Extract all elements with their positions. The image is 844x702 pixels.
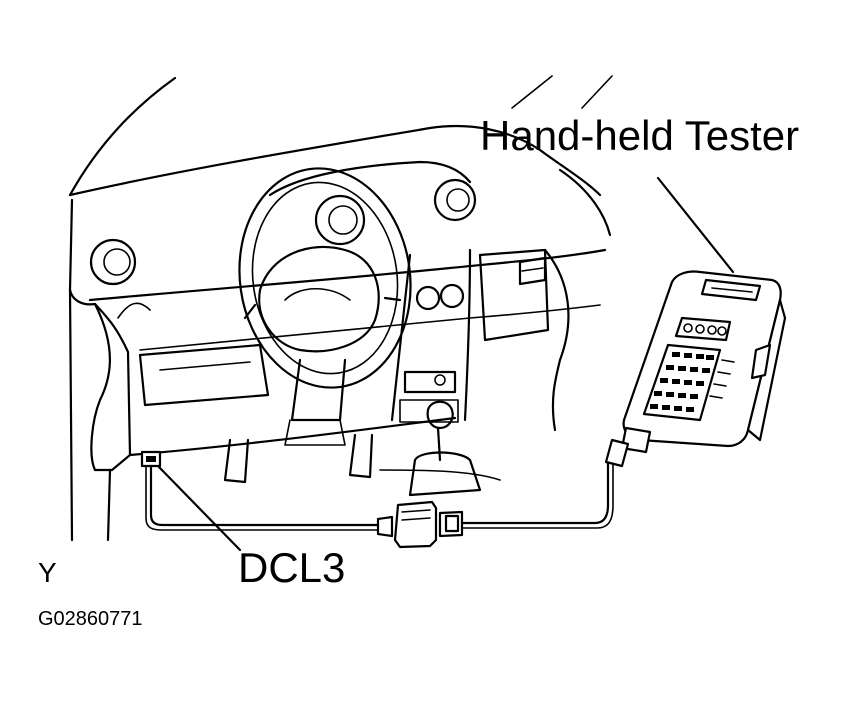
steering-hub-detail: [284, 288, 351, 301]
dcl3-label: DCL3: [238, 544, 345, 591]
test-cable: [145, 458, 614, 549]
tester-key: [672, 379, 680, 384]
glovebox: [478, 248, 550, 342]
cable-right-2: [459, 461, 614, 529]
dcl3-connector-tab: [146, 456, 156, 462]
center-console-left: [390, 253, 412, 422]
gauge-right-inner: [446, 188, 470, 212]
tester-key: [706, 355, 714, 360]
adapter-left-plug: [376, 515, 394, 538]
tester-keys: [650, 352, 714, 412]
tester-key: [666, 392, 674, 397]
tester-key-f3: [707, 325, 717, 335]
right-vent: [518, 256, 547, 286]
steering-spoke-right: [383, 296, 402, 302]
tester-key: [686, 407, 694, 412]
radio-knob: [434, 374, 446, 386]
door-panel-detail: [117, 302, 151, 319]
dashboard-right-top: [558, 168, 612, 237]
tester-key: [654, 391, 662, 396]
windshield-line-2: [581, 75, 613, 109]
cable-left: [149, 464, 382, 527]
adapter-ridge-2: [401, 517, 431, 521]
steering-wheel-rim-inner: [251, 181, 399, 375]
gauge-left-inner: [328, 205, 358, 235]
tester-key: [678, 393, 686, 398]
tester-key: [650, 404, 658, 409]
shifter-boot: [408, 451, 482, 497]
y-mark-label: Y: [38, 557, 57, 588]
pedal-right: [348, 433, 374, 479]
tester-key-f2: [695, 324, 705, 334]
dashboard-bottom-edge: [128, 416, 457, 457]
adapter-body: [393, 500, 438, 549]
dashboard-top: [68, 125, 602, 197]
side-vent-outer: [89, 238, 137, 286]
left-pillar-outer: [68, 288, 74, 542]
cluster-hood: [268, 160, 472, 197]
dashboard-face: [68, 198, 97, 306]
center-vent-right: [439, 283, 465, 309]
center-console-right: [463, 248, 472, 422]
steering-hub: [258, 245, 380, 353]
windshield-line-1: [511, 75, 553, 109]
tester-key-f4: [717, 326, 727, 336]
tester-cable-boot: [604, 438, 630, 468]
lower-left-panel: [138, 343, 270, 407]
vehicle-interior: [68, 75, 613, 542]
tester-key: [660, 378, 668, 383]
gauge-left: [314, 194, 366, 246]
tester-key: [684, 380, 692, 385]
figure-code-label: G02860771: [38, 608, 143, 630]
tester-leader-line: [656, 176, 735, 274]
adapter-ridge: [401, 509, 431, 513]
cable-left-2: [145, 465, 381, 531]
steering-wheel-rim-outer: [238, 167, 412, 389]
tester-key: [702, 368, 710, 373]
lower-center-panel: [159, 361, 251, 371]
tester-key: [690, 367, 698, 372]
tester-key: [684, 353, 692, 358]
tester-bottom-connector: [620, 426, 652, 454]
windshield-edge: [68, 76, 177, 197]
tester-keypad-main: [642, 343, 722, 422]
tester-key: [662, 405, 670, 410]
floor-tunnel: [379, 469, 501, 481]
adapter-right-tip: [444, 514, 460, 533]
tester-key: [666, 365, 674, 370]
tester-key-f1: [683, 323, 693, 333]
tester-key: [696, 354, 704, 359]
dcl3-leader-line: [156, 464, 242, 552]
tester-label: Hand-held Tester: [480, 112, 799, 159]
radio-unit: [403, 370, 457, 394]
door-panel: [90, 302, 132, 472]
left-pillar-inner: [106, 468, 112, 542]
tester-key: [674, 406, 682, 411]
side-vent-inner: [103, 248, 131, 276]
steering-spoke-left: [243, 303, 257, 320]
tester-key: [690, 394, 698, 399]
dashboard-lower-rail-2: [139, 304, 601, 351]
steering-column-cover: [284, 419, 346, 446]
tester-key: [696, 381, 704, 386]
tester-handle-bump: [750, 343, 772, 380]
pedal-left: [223, 438, 250, 484]
shifter-knob: [426, 400, 454, 430]
tester-screen-line: [711, 287, 753, 293]
steering-column: [290, 358, 347, 422]
cable-right: [458, 458, 610, 525]
hand-held-tester-device: [604, 270, 787, 468]
tester-side-keys: [709, 359, 735, 399]
tester-key: [678, 366, 686, 371]
right-vent-slat: [521, 267, 544, 272]
tester-key: [672, 352, 680, 357]
dashboard-lower-rail: [88, 248, 607, 302]
center-vent-left: [415, 285, 441, 311]
gauge-right: [433, 178, 477, 222]
right-dash-lower: [543, 248, 570, 432]
shifter-shaft: [436, 426, 442, 462]
